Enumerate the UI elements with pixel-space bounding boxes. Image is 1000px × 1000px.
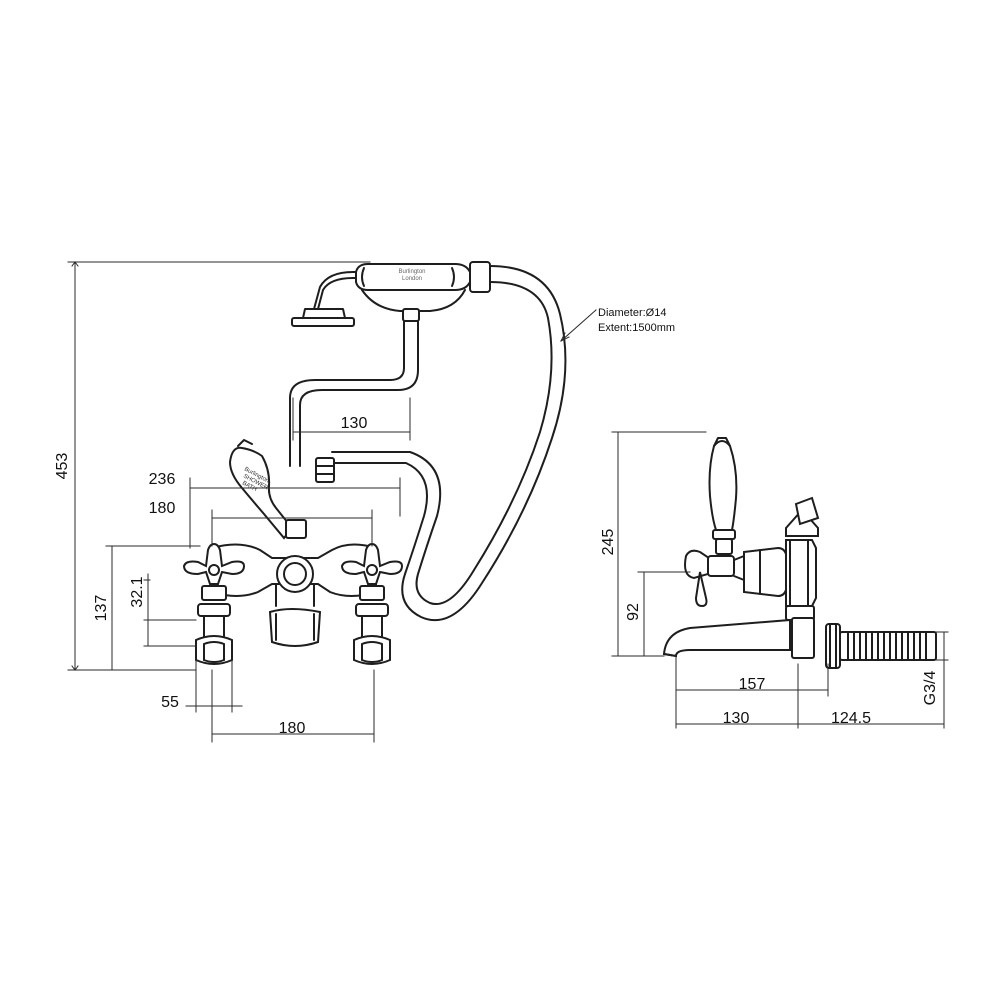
front-view: Burlington London Burlington SHOWER BATH: [182, 261, 567, 665]
side-dimensions: 245 92 157 130 124.5 G3/4: [600, 431, 949, 729]
side-body: [743, 539, 817, 607]
handset-city-text: London: [402, 276, 422, 282]
hose-nut: [315, 457, 335, 483]
side-diverter: [785, 496, 820, 537]
diverter-lever: Burlington SHOWER BATH: [228, 439, 307, 540]
dim-130-hose-label: 130: [341, 415, 368, 432]
shower-handset: Burlington London: [289, 261, 491, 467]
dim-137-label: 137: [93, 595, 110, 622]
dim-453-label: 453: [54, 453, 71, 480]
side-view: [662, 437, 937, 669]
dim-157-label: 157: [739, 676, 766, 693]
front-dimensions: 453 130 236 180 137 32.1 55 180 Diameter…: [54, 261, 675, 743]
side-cross-handle: [684, 549, 745, 608]
dim-130-side-label: 130: [723, 710, 750, 727]
dim-124-5-label: 124.5: [831, 710, 871, 727]
right-cross-handle: [340, 542, 404, 665]
dim-55-label: 55: [161, 694, 179, 711]
dim-180-top-label: 180: [149, 500, 176, 517]
dim-245-label: 245: [600, 529, 617, 556]
side-tail-leg: [825, 623, 937, 669]
dim-236-label: 236: [149, 471, 176, 488]
dim-32-1-label: 32.1: [129, 576, 146, 607]
handset-brand-text: Burlington: [398, 269, 425, 275]
shower-hose: [331, 265, 567, 622]
dim-92-label: 92: [625, 603, 642, 621]
mixer-body: [211, 543, 377, 597]
side-lower-body: [785, 605, 815, 659]
dim-g3-4-label: G3/4: [922, 671, 939, 706]
side-spout: [662, 618, 796, 658]
hose-extent-note: Extent:1500mm: [598, 322, 675, 334]
dim-180-bottom-label: 180: [279, 720, 306, 737]
side-lever: [708, 437, 738, 555]
hose-diameter-note: Diameter:Ø14: [598, 307, 666, 319]
spout: [268, 583, 322, 647]
